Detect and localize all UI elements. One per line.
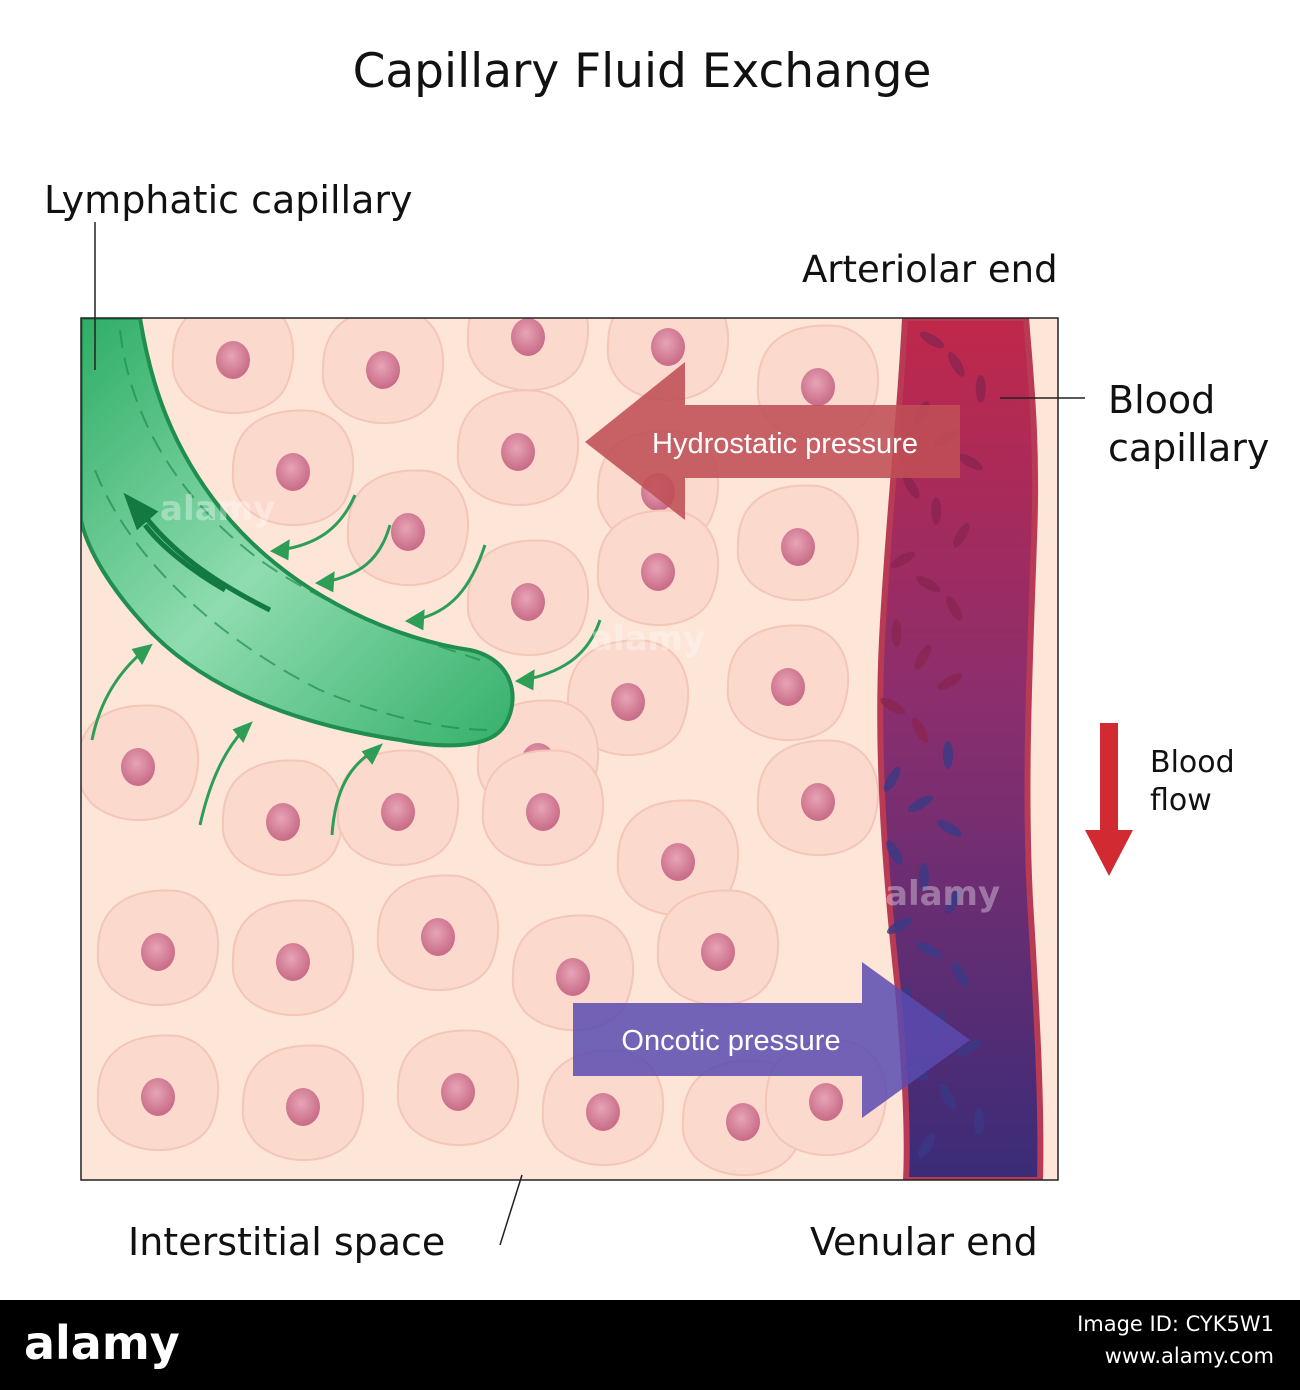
- hydrostatic-pressure-label: Hydrostatic pressure: [652, 428, 918, 460]
- venular-end-label: Venular end: [810, 1220, 1038, 1264]
- watermark: alamy alamy alamy: [160, 489, 1000, 914]
- cell-nucleus: [701, 933, 735, 971]
- cell-nucleus: [726, 1103, 760, 1141]
- cell-nucleus: [441, 1073, 475, 1111]
- red-blood-cell: [931, 496, 942, 525]
- blood-flow-label: Blood flow: [1150, 745, 1235, 818]
- cell-nucleus: [511, 318, 545, 356]
- cell-nucleus: [141, 1078, 175, 1116]
- red-blood-cell: [912, 718, 929, 743]
- red-blood-cell: [883, 767, 901, 792]
- cell-nucleus: [421, 918, 455, 956]
- cell-nucleus: [641, 553, 675, 591]
- lymphatic-capillary-label: Lymphatic capillary: [44, 178, 413, 222]
- cell-nucleus: [381, 793, 415, 831]
- red-blood-cell: [918, 863, 929, 892]
- cell-nucleus: [286, 1088, 320, 1126]
- site-url-text: www.alamy.com: [1104, 1344, 1274, 1368]
- red-blood-cell: [975, 374, 986, 403]
- red-blood-cell: [946, 596, 963, 621]
- page-title: Capillary Fluid Exchange: [352, 44, 932, 99]
- red-blood-cell: [939, 1084, 956, 1110]
- cell-nucleus: [511, 583, 545, 621]
- cell-nucleus: [276, 943, 310, 981]
- lymphatic-capillary: [81, 318, 602, 836]
- lymph-flow-arrows: [123, 492, 272, 613]
- red-blood-cell: [943, 741, 954, 769]
- oncotic-pressure-label: Oncotic pressure: [621, 1025, 840, 1057]
- interstitial-space-label: Interstitial space: [128, 1220, 446, 1264]
- red-blood-cell: [915, 575, 941, 593]
- cell-nucleus: [216, 341, 250, 379]
- red-blood-cell: [902, 474, 920, 499]
- red-blood-cell: [891, 618, 902, 647]
- cell-nucleus: [366, 351, 400, 389]
- red-blood-cell: [945, 889, 962, 914]
- capillary-diagram: Hydrostatic pressure Oncotic pressure al…: [80, 222, 1133, 1246]
- svg-text:alamy: alamy: [885, 874, 1000, 914]
- cell-nucleus: [501, 433, 535, 471]
- red-blood-cell: [974, 1107, 985, 1136]
- cell-nucleus: [661, 843, 695, 881]
- cell-nucleus: [801, 783, 835, 821]
- fluid-uptake-arrows: [90, 494, 602, 836]
- red-blood-cell: [890, 551, 916, 568]
- cell-nucleus: [771, 668, 805, 706]
- brand-logo: alamy: [24, 1316, 180, 1370]
- arteriolar-end-label: Arteriolar end: [802, 248, 1058, 291]
- red-blood-cell: [917, 942, 943, 959]
- oncotic-pressure-arrow: Oncotic pressure: [573, 962, 970, 1118]
- cell-nucleus: [266, 803, 300, 841]
- red-blood-cell: [887, 917, 912, 935]
- red-blood-cell: [948, 352, 965, 377]
- cell-nucleus: [611, 683, 645, 721]
- cell-nucleus: [141, 933, 175, 971]
- red-blood-cell: [951, 962, 969, 988]
- red-blood-cell: [886, 840, 903, 866]
- red-blood-cell: [880, 697, 906, 715]
- red-blood-cell: [937, 673, 963, 690]
- red-blood-cell: [914, 644, 932, 670]
- red-blood-cell: [936, 820, 962, 837]
- cell-nucleus: [276, 453, 310, 491]
- cell-nucleus: [651, 328, 685, 366]
- cell-nucleus: [801, 368, 835, 406]
- red-blood-cell: [908, 795, 933, 813]
- cell-nucleus: [809, 1083, 843, 1121]
- interstitial-leader-line: [499, 1174, 523, 1246]
- red-blood-cell: [953, 522, 970, 548]
- cell-nucleus: [526, 793, 560, 831]
- blood-capillary: [877, 318, 1044, 1180]
- cell-nucleus: [781, 528, 815, 566]
- red-blood-cell: [918, 1133, 935, 1158]
- footer-bar: alamy Image ID: CYK5W1 www.alamy.com: [0, 1300, 1300, 1390]
- cell-nucleus: [556, 958, 590, 996]
- cell-nucleus: [121, 748, 155, 786]
- blood-flow-arrow: [1085, 723, 1133, 876]
- red-blood-cell: [958, 453, 983, 471]
- red-blood-cell: [919, 331, 945, 349]
- svg-text:alamy: alamy: [590, 619, 705, 659]
- image-id-text: Image ID: CYK5W1: [1077, 1312, 1274, 1336]
- svg-text:alamy: alamy: [160, 489, 275, 529]
- cell-nucleus: [391, 513, 425, 551]
- hydrostatic-pressure-arrow: Hydrostatic pressure: [585, 362, 960, 520]
- red-blood-cell: [956, 1039, 982, 1057]
- blood-capillary-label: Blood capillary: [1108, 378, 1270, 470]
- cell-nucleus: [586, 1093, 620, 1131]
